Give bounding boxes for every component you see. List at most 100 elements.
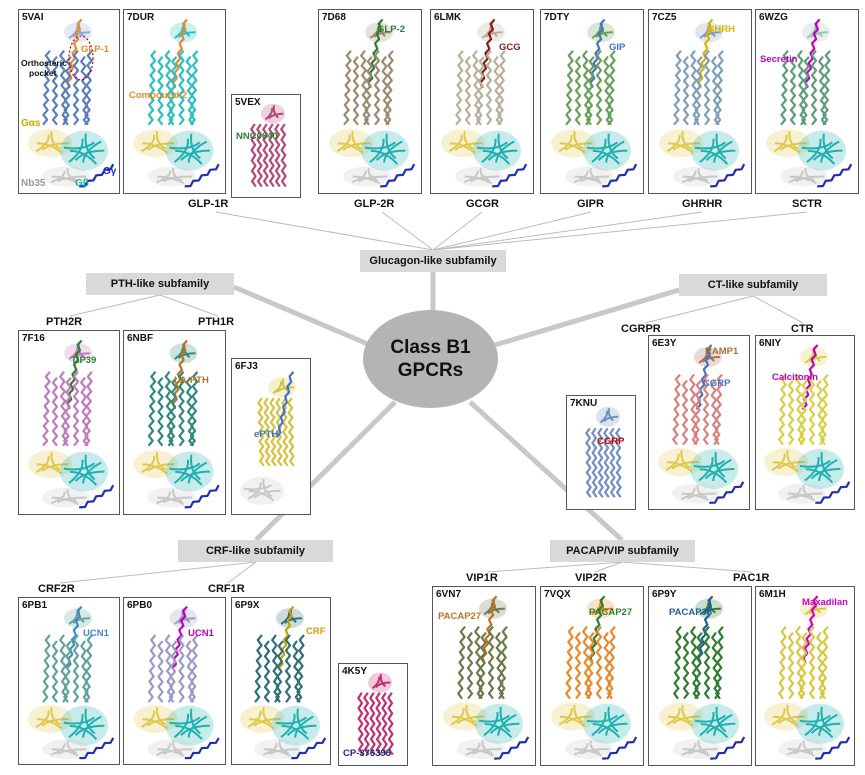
helix-mark <box>184 163 220 188</box>
protein-blob <box>368 672 392 693</box>
structure-drawing <box>766 18 853 188</box>
receptor-gcgr: GCGR <box>466 198 499 210</box>
protein-blob <box>658 448 702 476</box>
fan-glucagon-0 <box>215 211 434 251</box>
pdb-id: 6LMK <box>434 12 462 23</box>
pdb-id: 6PB1 <box>22 600 48 611</box>
helix-mark <box>787 631 795 700</box>
helix-mark <box>714 373 723 446</box>
fan-glucagon-1 <box>381 211 434 251</box>
helix-mark <box>79 163 115 188</box>
helix-mark <box>291 737 327 760</box>
receptor-glp2r: GLP-2R <box>354 198 395 210</box>
protein-blob <box>455 166 503 187</box>
helix-mark <box>476 56 485 126</box>
fan-ct-1 <box>752 295 804 324</box>
protein-blob <box>796 449 844 489</box>
helix-mark <box>147 371 157 447</box>
helix-mark <box>157 56 164 126</box>
galpha-label: Gαs <box>21 118 41 129</box>
helix-mark <box>710 379 719 446</box>
fan-pacap-2 <box>621 561 753 573</box>
helix-mark <box>385 50 394 126</box>
structure-drawing <box>240 371 296 505</box>
helix-mark <box>178 371 185 447</box>
ggamma-label: Gγ <box>103 166 117 177</box>
helix-mark <box>63 640 72 703</box>
protein-blob <box>443 702 487 731</box>
receptor-glp1r: GLP-1R <box>188 198 229 210</box>
pdb-id: 6PB0 <box>127 600 153 611</box>
protein-blob <box>261 103 285 124</box>
helix-mark <box>296 634 305 703</box>
receptor-sctr: SCTR <box>792 198 822 210</box>
protein-blob <box>147 487 196 508</box>
protein-blob <box>329 129 373 158</box>
fan-pth-0 <box>69 294 161 317</box>
helix-mark <box>375 692 382 756</box>
protein-blob <box>475 703 523 744</box>
helix-mark <box>457 625 466 700</box>
helix-mark <box>51 640 59 703</box>
ligand-label: CP-376395 <box>343 748 392 759</box>
receptor-crf2r: CRF2R <box>38 583 75 595</box>
helix-mark <box>164 49 174 126</box>
structure-drawing <box>28 605 115 760</box>
protein-blob <box>42 166 90 187</box>
protein-blob <box>673 739 721 759</box>
protein-blob <box>147 739 196 760</box>
protein-blob <box>778 739 826 759</box>
structure-drawing <box>133 339 220 509</box>
protein-blob <box>565 166 613 187</box>
helix-mark <box>607 50 616 126</box>
helix-mark <box>780 50 789 126</box>
fan-pacap-0 <box>487 561 623 573</box>
protein-blob <box>240 476 284 505</box>
orthosteric-label-2: pocket <box>29 68 57 78</box>
structure-drawing <box>659 595 746 760</box>
helix-mark <box>787 379 795 446</box>
helix-mark <box>42 50 51 126</box>
helix-mark <box>778 625 787 700</box>
helix-mark <box>274 123 281 188</box>
helix-mark <box>250 123 257 188</box>
helix-mark <box>694 56 703 126</box>
helix-mark <box>481 595 498 664</box>
helix-mark <box>164 370 174 447</box>
helix-mark <box>822 50 831 126</box>
structure-drawing <box>133 18 220 188</box>
fan-crf-0 <box>59 561 257 584</box>
center-ellipse: Class B1 GPCRs <box>363 310 498 408</box>
protein-blob <box>798 130 846 171</box>
helix-mark <box>595 625 603 700</box>
ligand-label: CRF <box>306 626 326 637</box>
fan-ct-0 <box>644 295 754 324</box>
helix-mark <box>585 427 592 498</box>
protein-blob <box>551 129 595 158</box>
receptor-gipr: GIPR <box>577 198 604 210</box>
helix-mark <box>815 481 851 504</box>
helix-mark <box>574 631 582 700</box>
ligand-label: TIP39 <box>71 355 97 366</box>
helix-mark <box>269 397 277 467</box>
ligand-label: PACAP38 <box>669 607 713 618</box>
helix-mark <box>499 625 508 700</box>
helix-mark <box>487 625 495 700</box>
helix-mark <box>697 595 714 664</box>
helix-mark <box>565 50 574 126</box>
helix-mark <box>797 49 806 126</box>
protein-blob <box>596 406 620 427</box>
helix-mark <box>72 371 80 447</box>
helix-mark <box>586 631 595 700</box>
helix-mark <box>84 371 93 447</box>
subfamily-pth: PTH-like subfamily <box>86 273 234 295</box>
center-title-line2: GPCRs <box>397 360 464 381</box>
helix-mark <box>164 634 174 703</box>
